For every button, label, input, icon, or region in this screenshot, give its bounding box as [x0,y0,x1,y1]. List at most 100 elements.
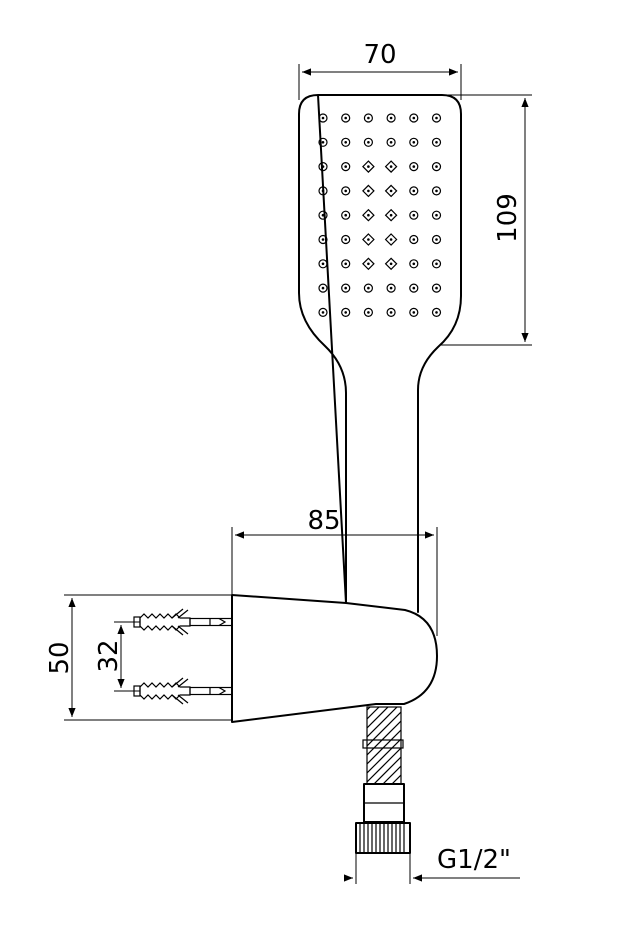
nozzle [363,283,373,293]
nozzle-center [435,141,438,144]
nozzle [341,210,351,220]
nozzle-center [412,165,416,168]
dim-holder-height: 50 [45,594,232,721]
nozzle-diamond [362,233,375,246]
nozzle [431,162,442,172]
wall-anchor-top [133,608,233,636]
dim-thread-size: G1/2" [344,845,520,884]
nozzle-center [412,141,416,144]
nozzle-diamond [362,208,375,222]
nozzle-diamond [384,257,398,271]
nozzle-grid [318,113,442,317]
nozzle [386,307,396,317]
nozzle [318,307,328,317]
nozzle-center [344,311,348,314]
nozzle-diamond [362,184,375,198]
wall-plug [139,682,191,700]
nozzle-center [367,189,370,193]
nozzle [409,259,419,269]
nozzle [318,186,328,196]
nozzle-center [344,116,348,120]
nozzle [318,137,328,147]
dim-label-head-height: 109 [493,193,523,243]
nozzle-center [389,262,393,266]
nozzle-center [344,262,348,266]
nozzle-diamond [384,184,398,198]
nozzle [409,210,419,220]
nozzle-center [367,311,370,314]
nozzle-center [344,189,348,193]
nozzle-center [344,213,348,217]
nozzle [409,234,419,245]
nozzle [363,137,373,147]
nozzle [431,283,442,293]
nozzle [431,186,442,196]
nozzle-diamond [362,257,375,271]
nozzle-center [321,116,325,120]
nozzle [431,210,442,220]
nozzle [341,186,351,196]
nozzle-center [389,116,393,120]
nozzle [386,137,396,147]
plug-fins [171,677,189,705]
nozzle-center [435,238,438,241]
screw-shaft [189,617,233,627]
dim-holder-projection: 85 [231,506,438,636]
screw-shaft [189,686,233,696]
nozzle-diamond [362,160,375,173]
nozzle-diamond [384,208,398,222]
nozzle [318,113,328,123]
nozzle [431,113,442,123]
nozzle [409,137,419,147]
nozzle-center [344,141,348,144]
nozzle [409,162,419,172]
nozzle [341,162,351,172]
nozzle [318,259,328,269]
thread-fitting [355,822,411,854]
nozzle [318,283,328,293]
nozzle-center [367,116,370,120]
nozzle-center [389,165,393,168]
nozzle-center [344,286,348,290]
nozzle [431,234,442,245]
nozzle-center [321,141,325,144]
hose-collar [362,739,404,749]
nozzle [363,307,373,317]
nozzle-center [367,262,370,266]
nozzle [341,307,351,317]
nozzle-center [412,311,416,314]
dim-label-holder-projection: 85 [307,506,340,536]
nozzle-center [435,165,438,168]
nozzle-center [435,189,438,193]
nozzle-center [435,116,438,120]
nozzle [341,234,351,245]
nozzle-center [412,238,416,241]
nozzle [341,259,351,269]
nozzle-center [389,311,393,314]
nozzle-center [367,213,370,217]
nozzle-center [435,286,438,290]
nozzle-center [412,213,416,217]
nozzle-center [321,286,325,290]
nozzle-center [367,286,370,290]
dim-label-head-width: 70 [363,40,396,70]
nozzle-diamond [384,160,398,173]
plug-fins [171,608,189,636]
nozzle [386,113,396,123]
nozzle-center [321,311,325,314]
nozzle-center [367,141,370,144]
nozzle-center [389,141,393,144]
nozzle-center [435,311,438,314]
nozzle-center [389,189,393,193]
nozzle [409,283,419,293]
nozzle [341,113,351,123]
nozzle [318,162,328,172]
nozzle-center [435,262,438,266]
nozzle-center [367,238,370,241]
nozzle-center [412,116,416,120]
dim-screw-spacing: 32 [94,621,140,692]
dim-label-holder-height: 50 [45,641,75,674]
nozzle-center [389,213,393,217]
